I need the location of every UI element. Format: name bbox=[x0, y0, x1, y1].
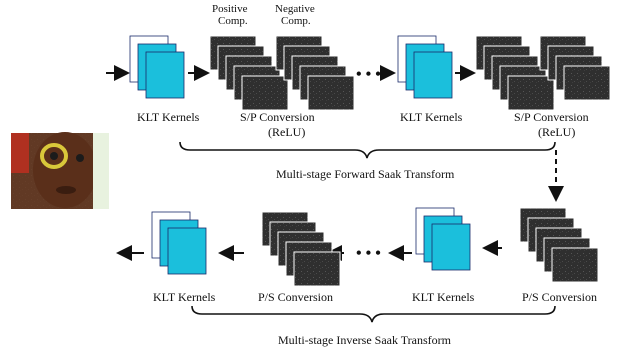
feature-map bbox=[563, 65, 611, 101]
feature-map-stack-inverse-right bbox=[519, 207, 599, 283]
klt-kernels-label-f1: KLT Kernels bbox=[137, 110, 200, 124]
klt-kernel-stack-inverse-1 bbox=[151, 211, 207, 275]
inverse-row: • • • KLT Kernels P/S Conversion KLT Ker… bbox=[116, 207, 599, 347]
forward-row: • • • Positive Comp. Negative Comp. KLT … bbox=[106, 3, 611, 181]
kernel-panel bbox=[413, 51, 453, 99]
ps-conversion-label-i2: P/S Conversion bbox=[522, 290, 597, 304]
kernel-panel bbox=[145, 51, 185, 99]
feature-map-stack-positive bbox=[209, 35, 289, 111]
ellipsis-forward: • • • bbox=[356, 66, 381, 83]
klt-kernels-label-i2: KLT Kernels bbox=[412, 290, 475, 304]
feature-map-stack-forward-2b bbox=[539, 35, 611, 101]
klt-kernel-stack-forward-1 bbox=[129, 35, 185, 99]
feature-map bbox=[551, 247, 599, 283]
klt-kernel-stack-forward-2 bbox=[397, 35, 453, 99]
klt-kernels-label-f2: KLT Kernels bbox=[400, 110, 463, 124]
relu-label-f1: (ReLU) bbox=[268, 125, 305, 139]
feature-map-stack-inverse-left bbox=[261, 211, 341, 287]
feature-map bbox=[307, 75, 355, 111]
kernel-panel bbox=[431, 223, 471, 271]
negative-comp-line1: Negative bbox=[275, 3, 315, 15]
positive-comp-line1: Positive bbox=[212, 3, 248, 15]
klt-kernel-stack-inverse-2 bbox=[415, 207, 471, 271]
inverse-caption: Multi-stage Inverse Saak Transform bbox=[278, 333, 452, 347]
sp-conversion-label-f1: S/P Conversion bbox=[240, 110, 315, 124]
input-image bbox=[11, 132, 109, 209]
sp-conversion-label-f2: S/P Conversion bbox=[514, 110, 589, 124]
ellipsis-inverse: • • • bbox=[356, 245, 381, 262]
ps-conversion-label-i1: P/S Conversion bbox=[258, 290, 333, 304]
feature-map-stack-forward-2a bbox=[475, 35, 555, 111]
forward-caption: Multi-stage Forward Saak Transform bbox=[276, 167, 455, 181]
klt-kernels-label-i1: KLT Kernels bbox=[153, 290, 216, 304]
feature-map bbox=[507, 75, 555, 111]
positive-comp-line2: Comp. bbox=[218, 15, 248, 27]
relu-label-f2: (ReLU) bbox=[538, 125, 575, 139]
negative-comp-line2: Comp. bbox=[281, 15, 311, 27]
inverse-brace bbox=[191, 305, 556, 323]
kernel-panel bbox=[167, 227, 207, 275]
feature-map bbox=[241, 75, 289, 111]
forward-brace bbox=[179, 141, 556, 159]
feature-map-stack-negative bbox=[275, 35, 355, 111]
feature-map bbox=[293, 251, 341, 287]
